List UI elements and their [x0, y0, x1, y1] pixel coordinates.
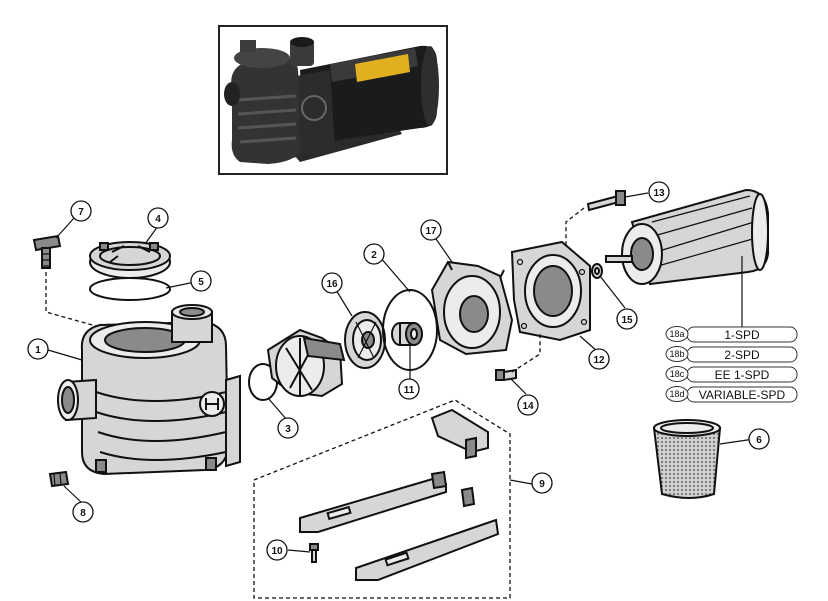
strainer-cover-part — [89, 241, 171, 279]
svg-text:15: 15 — [621, 315, 633, 326]
seal-plate-part — [430, 260, 514, 356]
assembled-pump-photo — [218, 25, 448, 175]
callout-3: 3 — [277, 417, 299, 439]
callout-17: 17 — [420, 219, 442, 241]
strainer-housing-part — [57, 304, 241, 476]
drain-knob-dashed-line — [45, 272, 111, 331]
callout-11: 11 — [398, 378, 420, 400]
callout-15: 15 — [616, 308, 638, 330]
svg-text:10: 10 — [271, 546, 283, 557]
motor-part — [605, 188, 769, 286]
housing-bolt-part — [495, 368, 517, 382]
svg-text:7: 7 — [78, 207, 84, 218]
callout-1: 1 — [27, 338, 49, 360]
callout-8: 8 — [72, 501, 94, 523]
motor-option-18c: 18c EE 1-SPD — [665, 366, 798, 383]
svg-text:14: 14 — [522, 401, 534, 412]
svg-text:13: 13 — [653, 188, 665, 199]
svg-text:18c: 18c — [670, 369, 685, 379]
motor-adapter-plate-part — [510, 240, 591, 342]
svg-text:5: 5 — [198, 277, 204, 288]
drain-plug-part — [48, 470, 70, 488]
svg-text:9: 9 — [539, 479, 545, 490]
diffuser-part — [266, 328, 346, 398]
svg-text:8: 8 — [80, 508, 86, 519]
svg-text:1-SPD: 1-SPD — [724, 328, 760, 342]
callout-2: 2 — [363, 243, 385, 265]
callout-5: 5 — [190, 270, 212, 292]
svg-text:18d: 18d — [669, 389, 684, 399]
svg-text:EE 1-SPD: EE 1-SPD — [715, 368, 770, 382]
svg-text:4: 4 — [155, 214, 161, 225]
motor-bolt-part — [586, 190, 626, 212]
impeller-part — [344, 311, 386, 369]
callout-14: 14 — [517, 394, 539, 416]
slinger-washer-part — [591, 263, 603, 279]
callout-13: 13 — [648, 181, 670, 203]
base-screw-part — [309, 543, 319, 563]
motor-option-18b: 18b 2-SPD — [665, 346, 798, 363]
motor-option-18a: 18a 1-SPD — [665, 326, 798, 343]
svg-text:18a: 18a — [669, 329, 684, 339]
motor-base-kit-part — [299, 408, 500, 581]
svg-text:3: 3 — [285, 424, 291, 435]
motor-option-18d: 18d VARIABLE-SPD — [665, 386, 798, 403]
leader-lines — [47, 192, 755, 553]
callout-9: 9 — [531, 472, 553, 494]
svg-text:17: 17 — [425, 226, 437, 237]
housing-bolt-dashed-line — [511, 332, 541, 373]
callout-7: 7 — [70, 200, 92, 222]
svg-text:16: 16 — [326, 279, 338, 290]
drain-knob-part — [32, 234, 62, 269]
svg-text:12: 12 — [593, 355, 605, 366]
svg-text:6: 6 — [756, 435, 762, 446]
callout-16: 16 — [321, 272, 343, 294]
svg-text:11: 11 — [404, 385, 415, 396]
svg-text:VARIABLE-SPD: VARIABLE-SPD — [699, 388, 786, 402]
svg-text:18b: 18b — [669, 349, 684, 359]
callout-4: 4 — [147, 207, 169, 229]
svg-text:2-SPD: 2-SPD — [724, 348, 760, 362]
shaft-seal-part — [391, 322, 423, 346]
svg-text:2: 2 — [371, 250, 377, 261]
callout-12: 12 — [588, 348, 610, 370]
callout-6: 6 — [748, 428, 770, 450]
motor-bolt-dashed-line — [565, 207, 585, 248]
callout-10: 10 — [266, 539, 288, 561]
cover-o-ring-part — [89, 277, 171, 301]
strainer-basket-part — [652, 419, 722, 499]
svg-text:1: 1 — [35, 345, 41, 356]
